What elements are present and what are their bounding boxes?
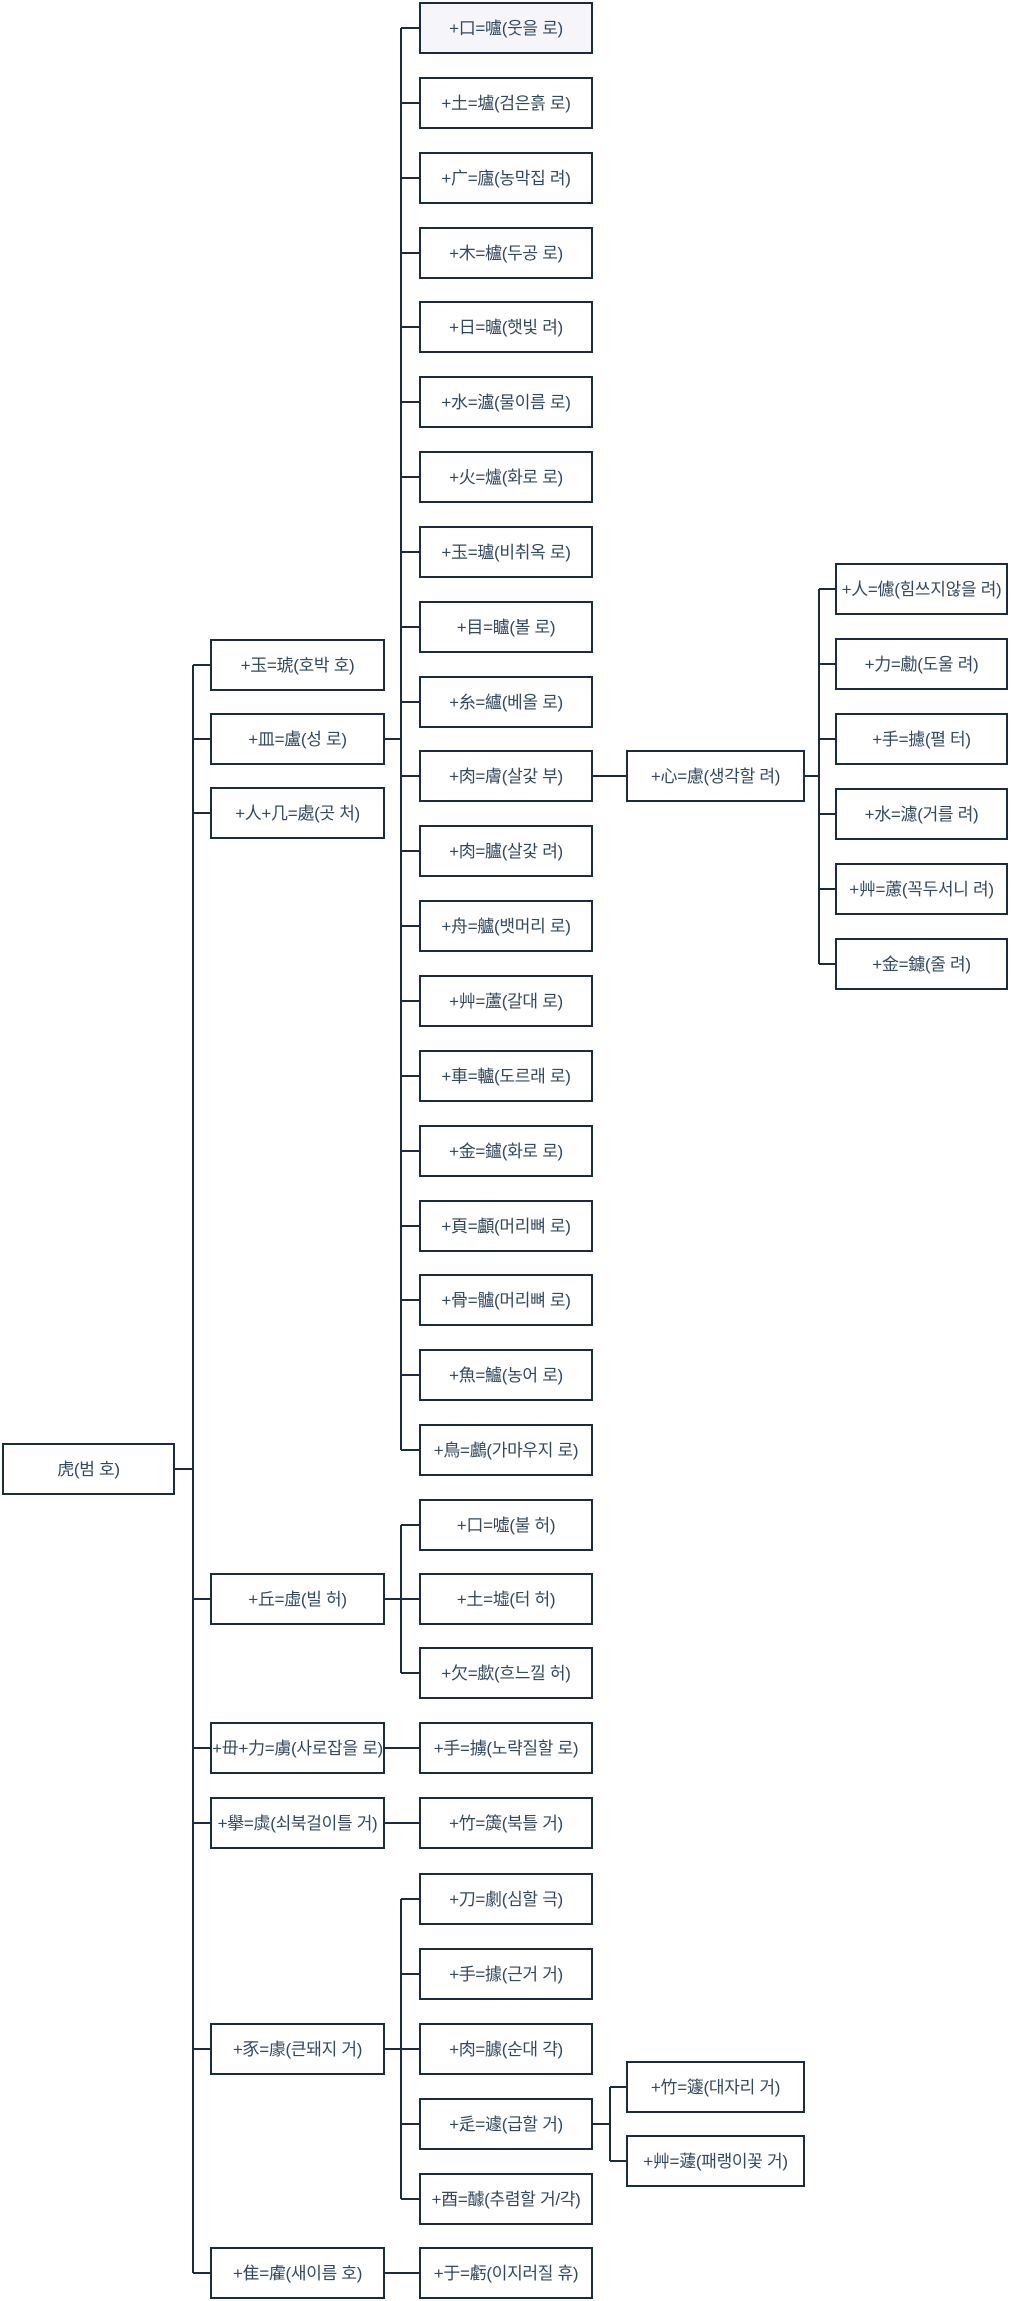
tree-node: +舟=艫(뱃머리 로) xyxy=(419,900,593,952)
tree-node: +艸=藘(꼭두서니 려) xyxy=(835,863,1008,915)
tree-node: +魚=鱸(농어 로) xyxy=(419,1349,593,1401)
geo-trunk-line xyxy=(385,1898,419,2200)
tree-node: +艸=蘆(갈대 로) xyxy=(419,975,593,1027)
tree-node: +辵=遽(급할 거) xyxy=(419,2098,593,2150)
tree-node: +竹=籧(대자리 거) xyxy=(626,2061,805,2113)
tree-node: +車=轤(도르래 로) xyxy=(419,1050,593,1102)
tree-node: +糸=纑(베올 로) xyxy=(419,676,593,728)
tree-node: +擧=虡(쇠북걸이틀 거) xyxy=(210,1797,385,1849)
tree-node: +人+几=處(곳 처) xyxy=(210,787,385,839)
tree-node: +丘=虛(빌 허) xyxy=(210,1573,385,1625)
tree-node: +心=慮(생각할 려) xyxy=(626,750,805,802)
tree-node: +力=勴(도울 려) xyxy=(835,638,1008,690)
tree-node: +欠=歔(흐느낄 허) xyxy=(419,1647,593,1699)
tree-node: +毌+力=虜(사로잡을 로) xyxy=(210,1722,385,1774)
tree-node: +隹=雐(새이름 호) xyxy=(210,2247,385,2299)
tree-node: +水=瀘(물이름 로) xyxy=(419,376,593,428)
root-trunk-line xyxy=(175,664,210,2274)
tree-node: +水=濾(거를 려) xyxy=(835,788,1008,840)
tree-node: +金=鑢(줄 려) xyxy=(835,938,1008,990)
tree-node: +日=曥(햇빛 려) xyxy=(419,301,593,353)
tree-node: +土=壚(검은흙 로) xyxy=(419,77,593,129)
tree-node: +广=廬(농막집 려) xyxy=(419,152,593,204)
tree-node: +手=擄(노략질할 로) xyxy=(419,1722,593,1774)
tree-node: +目=矑(볼 로) xyxy=(419,601,593,653)
heo-trunk-line xyxy=(385,1524,419,1674)
tree-node: +竹=簴(북틀 거) xyxy=(419,1797,593,1849)
ro-trunk-line xyxy=(385,27,419,1451)
tree-node: +手=攄(펼 터) xyxy=(835,713,1008,765)
tree-node: +肉=臄(순대 갹) xyxy=(419,2023,593,2075)
tree-node: +艸=蘧(패랭이꽃 거) xyxy=(626,2135,805,2187)
tree-node: +骨=髗(머리뼈 로) xyxy=(419,1274,593,1326)
tree-node: +頁=顱(머리뼈 로) xyxy=(419,1200,593,1252)
tree-node: +刀=劇(심할 극) xyxy=(419,1873,593,1925)
single-links xyxy=(385,1747,419,2274)
tree-node: +肉=臚(살갗 려) xyxy=(419,825,593,877)
tree-node: +口=嚧(웃을 로) xyxy=(419,2,593,54)
tree-node: +玉=琥(호박 호) xyxy=(210,639,385,691)
tree-node: +皿=盧(성 로) xyxy=(210,713,385,765)
tree-node: +火=爐(화로 로) xyxy=(419,451,593,503)
tree-node: +鳥=鸕(가마우지 로) xyxy=(419,1424,593,1476)
tree-node: +口=噓(불 허) xyxy=(419,1499,593,1551)
tree-node: +人=儢(힘쓰지않을 려) xyxy=(835,563,1008,615)
tree-node: +酉=醵(추렴할 거/갹) xyxy=(419,2173,593,2225)
ryeo-trunk-line xyxy=(805,588,835,965)
tree-node: +金=鑪(화로 로) xyxy=(419,1125,593,1177)
tree-node: +木=櫨(두공 로) xyxy=(419,227,593,279)
tree-node: +于=虧(이지러질 휴) xyxy=(419,2247,593,2299)
geo2-trunk-line xyxy=(593,2086,627,2162)
tree-node: +豕=豦(큰돼지 거) xyxy=(210,2023,385,2075)
tree-node: +手=據(근거 거) xyxy=(419,1948,593,2000)
tree-root-node: 虎(범 호) xyxy=(2,1443,175,1495)
tree-node: +玉=瓐(비취옥 로) xyxy=(419,526,593,578)
tree-node: +肉=膚(살갗 부) xyxy=(419,750,593,802)
tree-node: +土=墟(터 허) xyxy=(419,1573,593,1625)
